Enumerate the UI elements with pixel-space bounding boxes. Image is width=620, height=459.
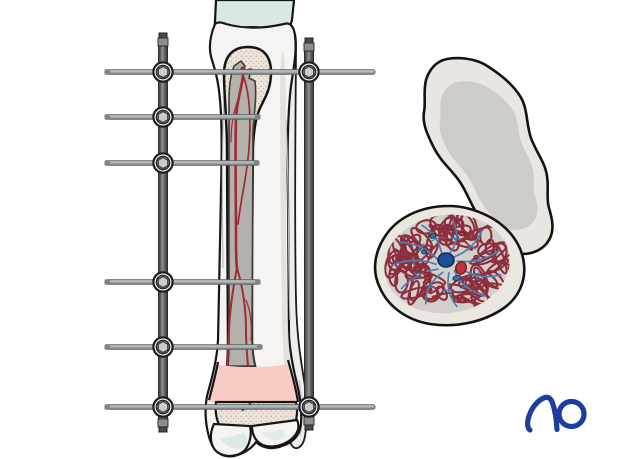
blue-branch-vessel — [431, 236, 442, 242]
maroon-vessel-loop — [387, 234, 405, 265]
fixator-pin — [104, 69, 376, 75]
rod-bottom-cap — [157, 418, 169, 428]
maroon-vessel-loop — [439, 224, 472, 246]
pin-tip — [257, 344, 263, 350]
small-artery-dot — [458, 231, 466, 237]
small-vein-dot — [452, 274, 462, 282]
clamp-hex-nut — [303, 65, 315, 79]
distal-cartilage-right — [262, 429, 285, 440]
maroon-vessel-strand — [422, 270, 447, 295]
small-vein-dot — [421, 249, 427, 255]
ao-logo — [525, 394, 587, 433]
fixator-pin — [104, 344, 263, 350]
maroon-vessel-loop — [399, 234, 419, 256]
blue-branch-vessel — [442, 289, 454, 292]
blue-branch-vessel — [467, 243, 477, 250]
rod-top-cap — [157, 37, 169, 47]
blue-branch-vessel — [450, 237, 462, 240]
pin-tip — [104, 344, 110, 350]
pin-tip — [255, 114, 261, 120]
clamp-hex-nut — [157, 275, 169, 289]
clamp-hex-nut — [157, 400, 169, 414]
external-fixator — [104, 32, 376, 433]
ao-logo-letter-a — [525, 394, 560, 433]
medullary-canal — [227, 60, 257, 367]
small-artery-dot — [423, 271, 429, 277]
distal-cartilage-left — [220, 432, 248, 449]
blue-branch-vessel — [461, 282, 471, 290]
fixator-pin — [104, 160, 260, 166]
clamp-hex-nut — [157, 110, 169, 124]
small-artery-dot — [473, 254, 479, 260]
vascular-bone-cross-section — [373, 204, 526, 327]
pin-tip — [104, 279, 110, 285]
clamp-hex-nut — [157, 65, 169, 79]
pin-tip — [104, 114, 110, 120]
central-artery — [454, 261, 468, 275]
bone-shading — [280, 50, 297, 402]
ao-logo-letter-o — [556, 398, 587, 430]
rod-top-cap — [158, 32, 168, 39]
rod-top-cap — [304, 37, 314, 44]
clamp-hex-nut — [303, 400, 315, 414]
blue-branch-vessel — [475, 269, 480, 279]
maroon-vessel-strand — [404, 260, 433, 289]
central-vein — [437, 252, 455, 268]
maroon-vessel-strand — [447, 283, 481, 293]
fixator-pin — [104, 114, 261, 120]
bone-outline-restroke — [207, 359, 300, 403]
blue-branch-vessel — [417, 243, 425, 252]
rod-bottom-cap — [158, 426, 168, 433]
pin-tip — [104, 404, 110, 410]
rod-bottom-cap — [304, 424, 314, 431]
fixator-pin — [104, 279, 261, 285]
pin-tip — [254, 160, 260, 166]
long-bone-frontal-view — [204, 0, 308, 458]
blue-branch-vessel — [477, 255, 483, 265]
rod-bottom-cap — [303, 416, 315, 426]
maroon-vessel-strand — [394, 248, 413, 272]
maroon-vessel-loop — [469, 248, 500, 265]
rod-top-cap — [303, 42, 315, 52]
metaphyseal-highlight — [208, 364, 298, 402]
clamp-hex-nut — [157, 156, 169, 170]
pin-tip — [104, 160, 110, 166]
blue-branch-vessel — [424, 284, 435, 289]
pin-tip — [255, 279, 261, 285]
clamp-hex-nut — [157, 340, 169, 354]
fixator-rod — [304, 50, 314, 418]
central-vessels — [421, 231, 479, 282]
cortex-hatch-lines — [221, 91, 291, 321]
pin-tip — [104, 69, 110, 75]
small-vein-dot — [429, 233, 437, 239]
fixator-pin — [104, 404, 376, 410]
blue-branch-vessel — [413, 271, 421, 280]
fixator-rod — [158, 45, 168, 420]
